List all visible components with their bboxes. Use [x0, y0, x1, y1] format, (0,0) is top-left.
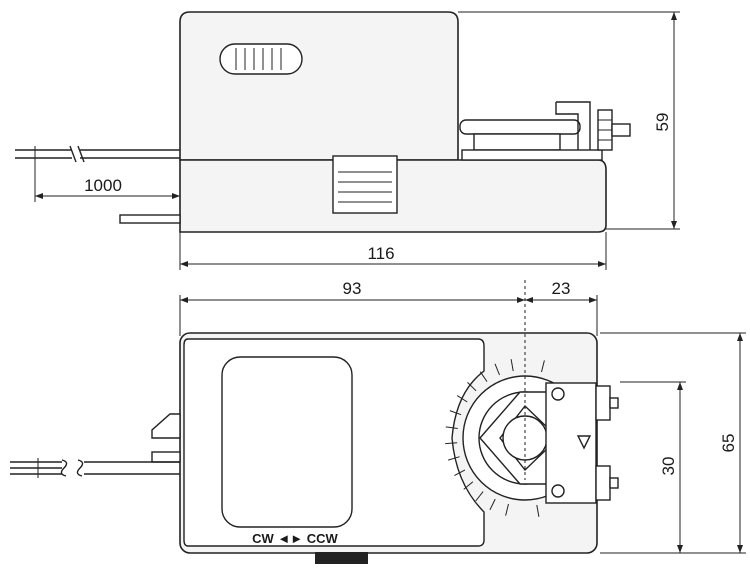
scale-tick: [454, 469, 466, 477]
dimension-label-side-height: 59: [653, 113, 672, 132]
top-view-mounting-tab: [151, 413, 181, 463]
dimension-label-side-width: 116: [367, 244, 394, 263]
side-view-switch-grip-lines: [235, 48, 282, 70]
dimension-top-height: 65: [600, 332, 746, 554]
top-view-manual-override-window: [221, 356, 353, 528]
top-view-rotation-scale: [445, 359, 545, 517]
scale-tick: [505, 503, 509, 516]
dimension-top-left-width: 93: [179, 279, 525, 336]
side-view-vent-grille: [332, 155, 398, 214]
side-view-cable: [15, 145, 180, 163]
scale-tick: [449, 410, 462, 416]
scale-tick: [510, 359, 514, 372]
dimension-label-top-right-width: 23: [552, 279, 571, 298]
dimension-side-height: 59: [458, 11, 680, 230]
dimension-label-cable-length: 1000: [84, 176, 122, 195]
scale-tick: [475, 491, 484, 502]
dimension-label-top-inner-height: 30: [659, 457, 678, 476]
top-view-clamp-plate: [545, 382, 619, 504]
top-view: CW ◄► CCW: [10, 279, 746, 564]
scale-tick: [541, 360, 545, 373]
side-view-mounting-foot: [119, 214, 181, 224]
scale-tick: [489, 498, 496, 511]
scale-tick: [456, 395, 468, 403]
scale-tick: [479, 371, 488, 382]
dimension-label-top-height: 65: [719, 434, 738, 453]
scale-tick: [445, 426, 458, 429]
dimension-side-width: 116: [179, 232, 607, 270]
side-view-upper-housing: [179, 11, 459, 161]
scale-tick: [467, 382, 477, 392]
side-view-switch-slot: [219, 43, 303, 75]
dimension-top-inner-height: 30: [620, 381, 686, 554]
top-view-cable: [10, 458, 180, 478]
side-view: 1000 116 59: [15, 11, 680, 270]
dimension-label-top-left-width: 93: [343, 279, 362, 298]
side-view-vent-slats: [338, 171, 392, 203]
dimension-top-right-width: 23: [525, 279, 598, 336]
scale-tick: [445, 442, 458, 445]
rotation-direction-label: CW ◄► CCW: [252, 531, 338, 546]
scale-tick: [536, 504, 540, 517]
scale-tick: [463, 481, 474, 490]
scale-tick: [494, 363, 500, 376]
side-view-shaft-clamp: [459, 101, 631, 161]
top-view-release-button: [315, 552, 368, 564]
scale-tick: [447, 456, 460, 461]
dimension-cable-length: 1000: [34, 162, 181, 202]
